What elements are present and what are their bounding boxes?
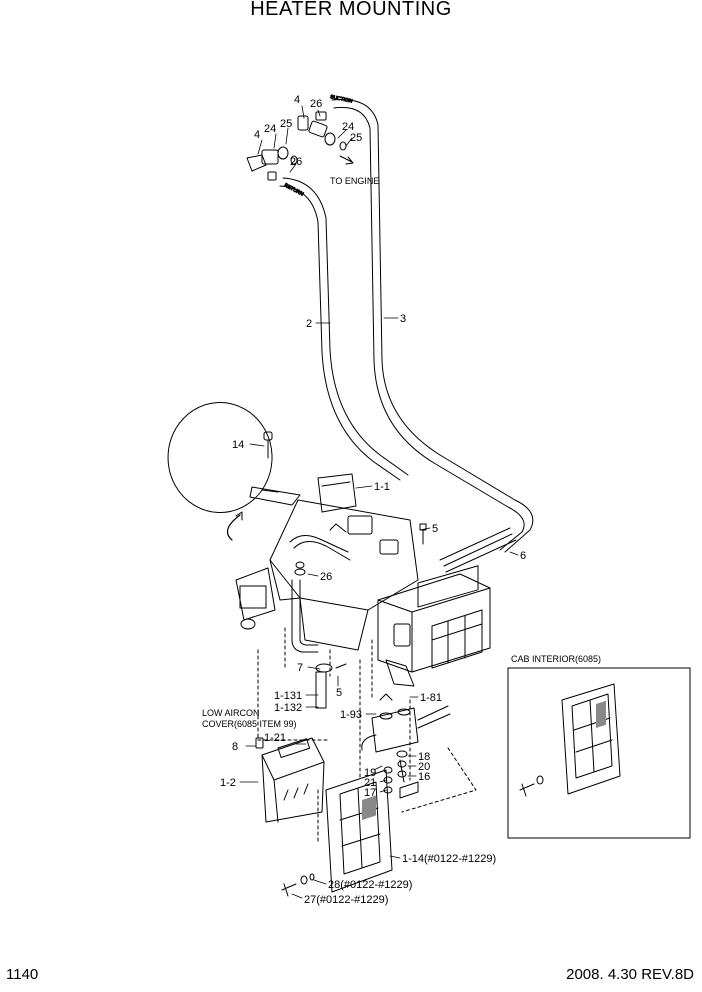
low-aircon-label-line1: LOW AIRCON (202, 708, 260, 718)
callout-24-left: 24 (264, 123, 276, 135)
callout-14: 14 (232, 439, 244, 451)
callout-19: 19 (364, 767, 376, 779)
callout-4-lower: 4 (254, 129, 260, 141)
callout-3: 3 (400, 313, 406, 325)
callout-1-81: 1-81 (420, 692, 442, 704)
callout-26-lower: 26 (290, 156, 302, 168)
detail-circle (167, 402, 301, 541)
arrow-to-engine-icon (339, 155, 354, 165)
control-panel-1-2 (255, 737, 325, 823)
hose-3 (331, 99, 534, 553)
valve-assembly-1-81 (361, 693, 451, 799)
callout-26-mid: 26 (320, 571, 332, 583)
hose-tag: SUCTION (330, 94, 354, 105)
callout-25-left: 25 (280, 118, 292, 130)
callout-7: 7 (297, 662, 303, 674)
callout-24-right: 24 (342, 121, 354, 133)
callout-17: 17 (364, 787, 376, 799)
callout-8: 8 (232, 741, 238, 753)
callout-26-upper: 26 (310, 98, 322, 110)
hose-tag: RETURN (283, 182, 305, 197)
cab-interior-inset (507, 667, 691, 839)
callout-27: 27(#0122-#1229) (304, 894, 388, 906)
callout-2: 2 (306, 318, 312, 330)
callout-16: 16 (418, 771, 430, 783)
to-engine-label: TO ENGINE (330, 176, 379, 186)
callout-4-upper: 4 (294, 94, 300, 106)
page-title: HEATER MOUNTING (250, 0, 452, 20)
callout-1-14: 1-14(#0122-#1229) (402, 853, 496, 865)
leader-lines (239, 105, 519, 899)
callout-25-right: 25 (350, 132, 362, 144)
low-aircon-label-line2: COVER(6085 ITEM 99) (202, 719, 297, 729)
grille-cover-1-14 (325, 769, 393, 893)
valve-lower (246, 146, 298, 181)
heater-unit (235, 473, 517, 687)
page-number: 1140 (6, 966, 39, 983)
callout-6: 6 (520, 550, 526, 562)
callout-20: 20 (418, 761, 430, 773)
hose-2 (279, 177, 409, 481)
callout-1-93: 1-93 (340, 709, 362, 721)
callout-1-2: 1-2 (220, 777, 236, 789)
callout-1-132: 1-132 (274, 702, 302, 714)
callout-1-21: 1-21 (264, 732, 286, 744)
revision-date: 2008. 4.30 REV.8D (566, 966, 694, 983)
callout-1-131: 1-131 (274, 690, 302, 702)
screw-27 (281, 873, 315, 897)
tube-1-131 (315, 663, 347, 709)
callout-18: 18 (418, 751, 430, 763)
valve-upper (297, 111, 347, 151)
callout-5-upper: 5 (432, 523, 438, 535)
callout-21: 21 (364, 777, 376, 789)
callout-1-1: 1-1 (374, 481, 390, 493)
callout-5-lower: 5 (336, 687, 342, 699)
callout-28: 28(#0122-#1229) (328, 879, 412, 891)
cab-interior-label: CAB INTERIOR(6085) (511, 654, 601, 664)
